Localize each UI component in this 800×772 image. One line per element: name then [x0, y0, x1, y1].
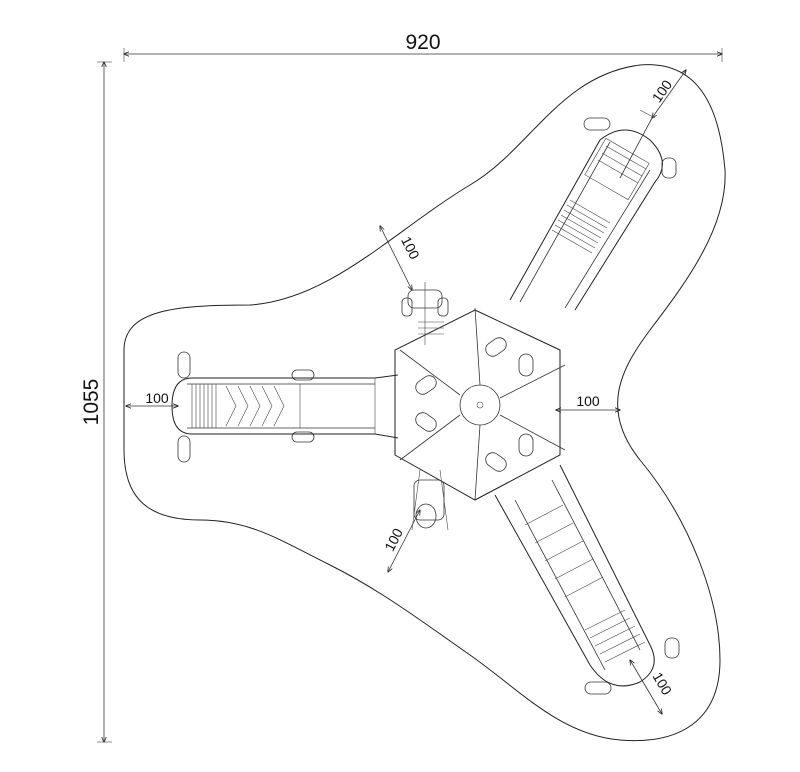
lower-left-activity — [411, 469, 449, 531]
clearance-lower-left: 100 — [381, 510, 420, 572]
clearance-left-label: 100 — [145, 390, 169, 406]
upper-left-activity — [401, 282, 449, 345]
width-dimension: 920 — [124, 31, 722, 62]
central-hub — [394, 307, 566, 501]
clearance-top-right: 100 — [639, 70, 686, 118]
clearance-top-right-label: 100 — [649, 77, 676, 105]
upper-right-arm-bridge — [509, 117, 677, 311]
safety-zone-outline — [123, 64, 726, 742]
clearance-right: 100 — [556, 393, 620, 410]
clearance-lower-left-label: 100 — [381, 526, 406, 554]
width-label: 920 — [405, 31, 440, 54]
clearance-upper-left-label: 100 — [398, 234, 423, 262]
clearance-left: 100 — [126, 390, 178, 406]
clearance-bottom-right-label: 100 — [650, 669, 676, 697]
clearance-right-label: 100 — [576, 393, 600, 409]
height-label: 1055 — [80, 379, 103, 426]
lower-right-arm-bridge — [494, 464, 680, 695]
height-dimension: 1055 — [80, 62, 112, 742]
clearance-upper-left: 100 — [380, 226, 423, 290]
left-arm-bridge — [171, 351, 399, 463]
